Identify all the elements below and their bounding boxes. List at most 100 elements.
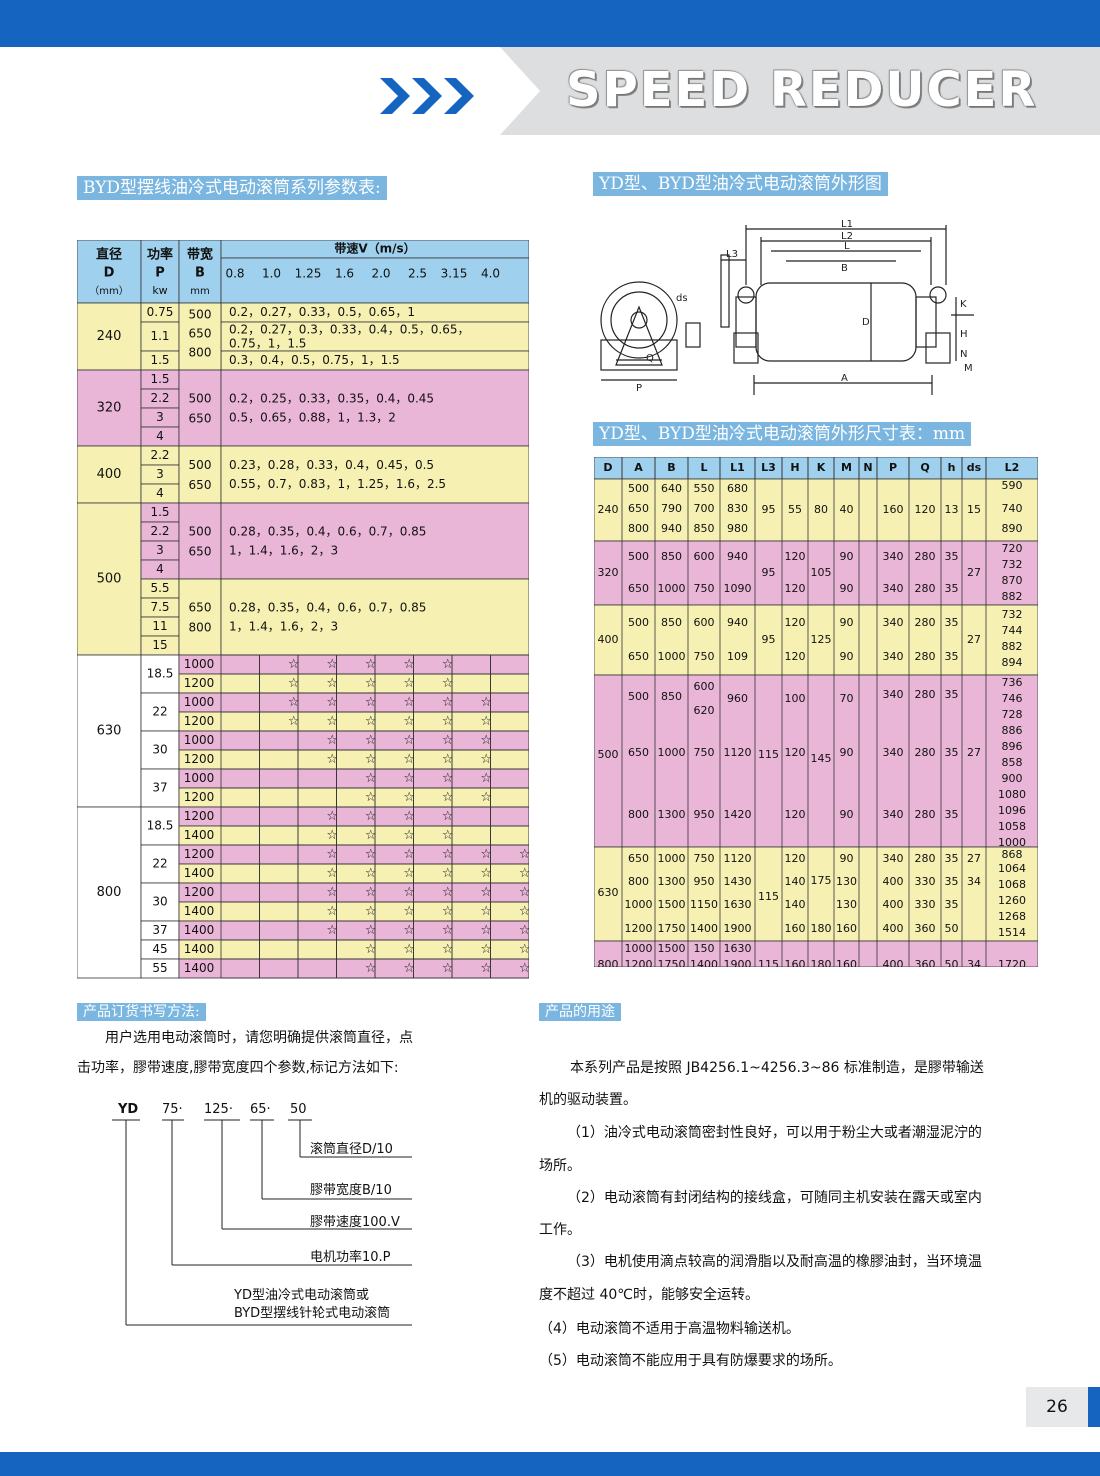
dims-value: 120 [915,503,936,516]
width-value: 1200 [184,847,215,861]
dims-value: 35 [945,650,959,663]
dims-value: 650 [628,582,649,595]
usage-line: 机的驱动装置。 [539,1092,637,1108]
star-icon: ☆ [326,657,338,672]
power-value: 55 [152,961,167,975]
star-icon: ☆ [403,733,415,748]
power-value: 5.5 [150,581,169,595]
dims-header: B [667,461,675,474]
speed-list: 0.23，0.28，0.33，0.4，0.45，0.5 [229,458,434,472]
power-cell [140,692,180,732]
dims-value: 1096 [998,804,1026,817]
star-icon: ☆ [403,961,415,976]
star-icon: ☆ [326,904,338,919]
power-value: 45 [152,942,167,956]
width-value: 650 [189,601,212,615]
dims-value: 109 [727,650,748,663]
dims-value: 120 [785,852,806,865]
star-icon: ☆ [326,695,338,710]
dims-value: 1058 [998,820,1026,833]
dims-value: 50 [945,958,959,967]
dims-value: 145 [811,752,832,765]
dims-value: 160 [785,958,806,967]
dims-value: 1900 [724,922,752,935]
dims-value: 340 [883,616,904,629]
star-row [178,958,529,979]
star-row [178,730,529,751]
dims-value: 650 [628,746,649,759]
dims-value: 400 [883,875,904,888]
star-icon: ☆ [480,733,492,748]
dims-header: D [603,461,612,474]
dims-value: 1420 [724,808,752,821]
dims-value: 1200 [625,958,653,967]
width-value: 1400 [184,961,215,975]
width-value: 500 [189,458,212,472]
dims-header: L [700,461,707,474]
dims-value: 27 [967,566,981,579]
dims-value: 1500 [658,898,686,911]
dims-value: 120 [785,550,806,563]
star-row [178,939,529,960]
header-width: mm [190,286,209,297]
dims-value: 500 [628,550,649,563]
dims-value: 740 [1002,502,1023,515]
dims-value: 280 [915,650,936,663]
dims-header: Q [920,461,929,474]
speed-list: 0.2，0.27，0.33，0.5，0.65，1 [229,305,415,319]
star-icon: ☆ [480,771,492,786]
dims-value: 620 [694,704,715,717]
width-value: 650 [189,412,212,426]
star-icon: ☆ [326,885,338,900]
power-value: 37 [152,923,167,937]
header-speed-value: 2.0 [371,267,390,281]
order-section-title: 产品订货书写方法: [77,1003,206,1021]
speed-list: 0.55，0.7，0.83，1，1.25，1.6，2.5 [229,477,446,491]
star-icon: ☆ [403,942,415,957]
order-intro-1: 用户选用电动滚筒时，请您明确提供滚筒直径，点 [105,1030,413,1046]
dims-value: 35 [945,746,959,759]
dims-value: 280 [915,550,936,563]
dims-value: 790 [661,502,682,515]
dims-value: 90 [840,808,854,821]
star-icon: ☆ [519,961,529,976]
dims-value: 882 [1002,640,1023,653]
header-diameter: 直径 [96,247,122,263]
dims-value: 160 [785,922,806,935]
dims-value: 280 [915,746,936,759]
star-icon: ☆ [326,847,338,862]
star-row [178,768,529,789]
dims-value: 340 [883,582,904,595]
dims-value: 1150 [690,898,718,911]
diameter-value: 800 [97,885,122,900]
dims-value: 1750 [658,958,686,967]
speed-text-cell [220,578,529,656]
dims-value: 858 [1002,756,1023,769]
power-value: 3 [156,543,164,557]
width-value: 1000 [184,657,215,671]
dims-group [594,478,1038,542]
dims-value: 95 [762,503,776,516]
header-speed: 带速V（m/s） [334,241,415,256]
star-icon: ☆ [442,809,454,824]
dims-value: 40 [840,503,854,516]
power-value: 0.75 [147,305,174,319]
dims-header: L3 [761,461,776,474]
star-icon: ☆ [365,885,377,900]
dims-group [594,940,1038,967]
width-value: 1400 [184,923,215,937]
dims-value: 100 [785,692,806,705]
dims-value: 280 [915,688,936,701]
label-n: N [960,349,967,360]
power-value: 1.5 [150,353,169,367]
star-icon: ☆ [442,790,454,805]
dims-value: 1120 [724,852,752,865]
header-speed-value: 0.8 [225,267,244,281]
star-icon: ☆ [442,885,454,900]
dims-value: 1400 [690,958,718,967]
dims-value: 120 [785,746,806,759]
usage-line: （4）电动滚筒不适用于高温物料输送机。 [539,1321,800,1337]
star-icon: ☆ [519,942,529,957]
star-icon: ☆ [480,695,492,710]
chevron-arrows-icon [380,78,480,114]
